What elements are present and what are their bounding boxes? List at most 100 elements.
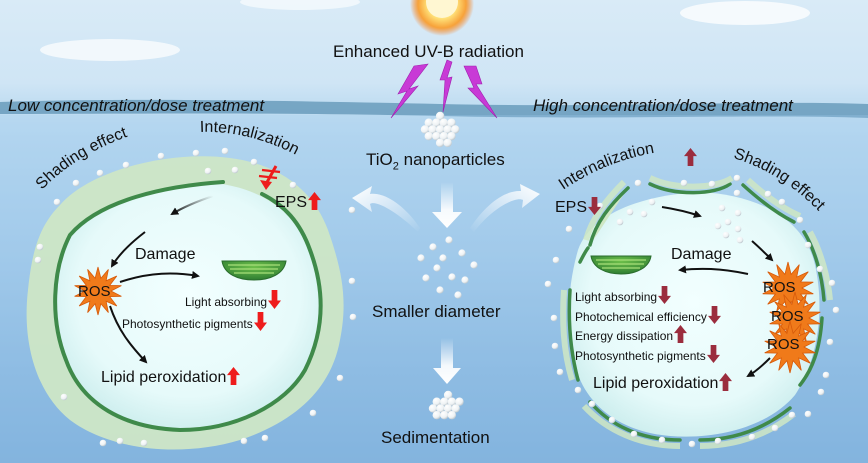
uv-radiation-label: Enhanced UV-B radiation xyxy=(333,42,524,61)
nanoparticle xyxy=(447,131,456,141)
nanoparticle xyxy=(443,125,452,134)
nanoparticle xyxy=(722,231,730,239)
nanoparticle xyxy=(588,400,596,408)
nanoparticle xyxy=(447,397,457,406)
arrow-internalization-path xyxy=(661,206,702,218)
trend-down-arrow-icon xyxy=(657,286,672,304)
nanoparticle xyxy=(778,198,786,206)
arrow-to-low-cell xyxy=(352,186,420,232)
arrow-down-to-dispersed xyxy=(432,182,462,228)
smaller-diameter-label: Smaller diameter xyxy=(372,302,501,321)
cytoplasm xyxy=(568,192,820,437)
nanoparticle xyxy=(828,279,836,287)
nanoparticle xyxy=(53,198,61,206)
nanoparticle xyxy=(443,138,452,148)
high-lipid-peroxidation-label: Lipid peroxidation xyxy=(593,373,733,392)
water-surface xyxy=(0,99,868,118)
nanoparticle xyxy=(680,179,688,187)
nanoparticle xyxy=(734,209,742,217)
nanoparticle xyxy=(826,338,834,346)
low-lipid-peroxidation-label: Lipid peroxidation xyxy=(101,367,241,386)
eps-fragments xyxy=(560,175,833,449)
arrow-ros-to-lipid xyxy=(746,357,771,377)
dispersed-nanoparticles xyxy=(417,236,478,299)
tio2-nanoparticles-label: TiO2 nanoparticles xyxy=(366,151,505,172)
high-dose-cell xyxy=(560,175,833,449)
trend-down-arrow-icon xyxy=(706,345,720,363)
high-ros-label-3: ROS xyxy=(767,336,800,353)
high-damage-label: Damage xyxy=(671,246,732,263)
low-damage-label: Damage xyxy=(135,246,196,263)
nanoparticle xyxy=(804,410,812,418)
nanoparticle xyxy=(439,131,449,141)
eps-text: EPS xyxy=(275,194,308,211)
uv-bolt-icon xyxy=(439,59,453,113)
low-ros-label: ROS xyxy=(78,283,111,300)
arrow-to-high-cell xyxy=(470,184,540,232)
nanoparticle xyxy=(796,216,804,224)
effect-item: Light absorbing xyxy=(575,286,672,304)
nanoparticle xyxy=(565,225,573,233)
nanoparticle xyxy=(428,125,437,134)
sedimentation-label: Sedimentation xyxy=(381,428,490,447)
arrow-to-ros xyxy=(110,231,146,268)
effect-label: Photosynthetic pigments xyxy=(122,317,253,331)
low-eps-label: EPS xyxy=(275,192,322,211)
nanoparticle xyxy=(240,437,248,445)
low-dose-cell xyxy=(26,156,344,450)
effect-item: Energy dissipation xyxy=(575,325,688,343)
nanoparticle xyxy=(817,388,825,396)
nanoparticle xyxy=(634,179,642,187)
nanoparticle xyxy=(822,371,830,379)
nanoparticle xyxy=(447,410,457,420)
nanoparticle xyxy=(192,149,200,157)
high-eps-label: EPS xyxy=(555,197,602,216)
cell-wall xyxy=(53,180,323,433)
nanoparticle xyxy=(771,424,779,432)
nanoparticle xyxy=(348,206,356,214)
arrow-ros-to-damage xyxy=(678,265,749,275)
nanoparticle xyxy=(448,273,456,281)
nanoparticle xyxy=(349,313,357,321)
cell-wall-fragments xyxy=(567,182,826,442)
nanoparticle xyxy=(443,390,453,400)
nanoparticle xyxy=(451,404,460,413)
nanoparticle xyxy=(640,210,648,218)
nanoparticle xyxy=(440,410,449,420)
tio2-cluster xyxy=(420,111,460,148)
nanoparticle xyxy=(99,439,107,447)
nanoparticle xyxy=(461,276,469,284)
nanoparticle xyxy=(556,368,564,376)
nanoparticle xyxy=(424,118,433,127)
nanoparticle xyxy=(96,169,104,177)
effect-label: Energy dissipation xyxy=(575,329,674,343)
nanoparticle xyxy=(439,254,447,262)
nanoparticle xyxy=(336,374,344,382)
nanoparticle xyxy=(551,342,559,350)
nanoparticle xyxy=(816,265,824,273)
ros-star-icon xyxy=(74,266,122,316)
nanoparticle xyxy=(440,397,449,406)
nanoparticle xyxy=(748,433,756,441)
lipid-text: Lipid peroxidation xyxy=(593,375,719,392)
uv-bolt-icons xyxy=(390,59,498,119)
nanoparticle xyxy=(250,158,258,166)
high-internalization-trend xyxy=(683,148,697,167)
nanoparticle xyxy=(718,204,726,212)
high-ros-label-1: ROS xyxy=(763,279,796,296)
nanoparticle xyxy=(733,189,741,197)
nanoparticle xyxy=(648,198,656,206)
nanoparticle xyxy=(788,411,796,419)
nanoparticle xyxy=(435,111,445,121)
arrow-to-ros xyxy=(751,240,774,262)
nanoparticle xyxy=(455,397,464,406)
effect-item: Photochemical efficiency xyxy=(575,306,721,324)
lipid-trend-arrow-icon xyxy=(718,373,733,392)
nanoparticle xyxy=(764,190,772,198)
nanoparticle xyxy=(122,161,130,169)
effect-label: Light absorbing xyxy=(185,295,268,309)
sediment-cluster xyxy=(428,390,464,420)
eps-text: EPS xyxy=(555,199,588,216)
nanoparticle xyxy=(658,436,666,444)
